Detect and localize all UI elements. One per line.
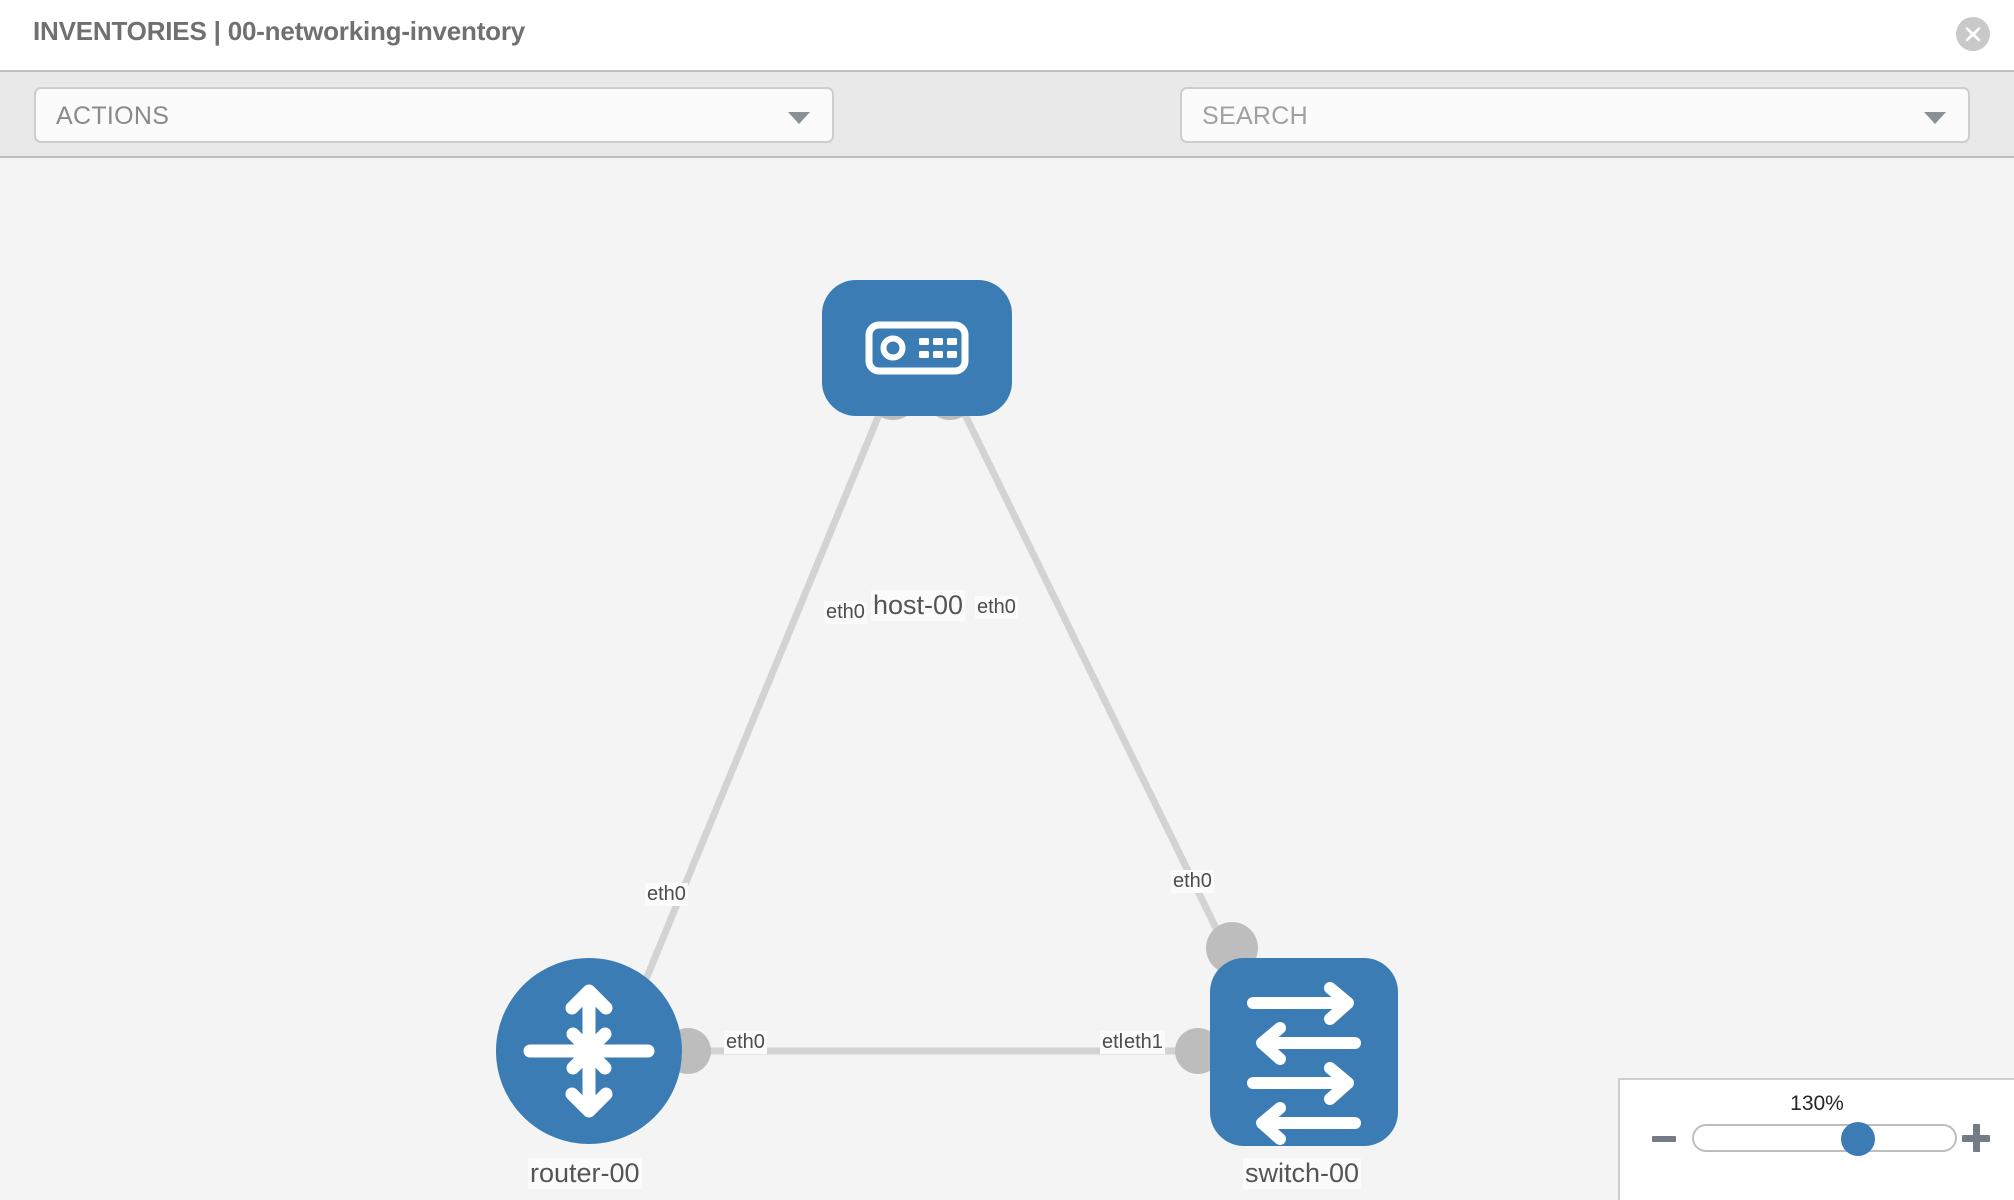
router-arrows-icon (523, 984, 655, 1118)
node-host-00 (822, 280, 1012, 416)
edge-label: eth0 (1171, 870, 1214, 893)
topology-canvas[interactable]: eth0 eth0 eth0 eth0 eth0 eth eth1 host-0… (0, 158, 2014, 1200)
edge-label: eth0 (645, 883, 688, 906)
chevron-down-icon (1924, 112, 1946, 124)
node-label-host-00: host-00 (871, 590, 966, 621)
link-host-router (626, 386, 894, 1020)
edge-label: eth1 (1122, 1031, 1165, 1054)
connector-switch-left (1175, 1028, 1221, 1074)
zoom-control-panel: 130% (1618, 1078, 2014, 1200)
topology-links (626, 386, 1259, 1055)
switch-arrows-icon (1247, 982, 1361, 1145)
search-placeholder: SEARCH (1202, 102, 1308, 130)
toolbar: ACTIONS SEARCH (0, 70, 2014, 201)
node-router-00 (496, 958, 682, 1144)
zoom-slider-thumb[interactable] (1841, 1122, 1876, 1156)
node-switch-00 (1210, 958, 1398, 1146)
node-label-router-00: router-00 (528, 1158, 642, 1189)
actions-dropdown[interactable]: ACTIONS (34, 87, 834, 143)
topology-graph (496, 280, 1398, 1146)
plus-icon[interactable] (1962, 1124, 1990, 1152)
page-title: INVENTORIES | 00-networking-inventory (33, 16, 526, 46)
server-icon (865, 321, 969, 375)
zoom-slider[interactable] (1692, 1122, 1957, 1156)
minus-icon[interactable] (1652, 1136, 1676, 1142)
search-input[interactable]: SEARCH (1180, 87, 1970, 143)
chevron-down-icon (788, 112, 810, 124)
edge-label: eth0 (975, 596, 1018, 619)
link-host-switch (948, 386, 1259, 1010)
page-header: INVENTORIES | 00-networking-inventory (0, 0, 2014, 70)
zoom-level-value: 130% (1790, 1092, 1844, 1115)
node-label-switch-00: switch-00 (1243, 1158, 1362, 1189)
actions-dropdown-label: ACTIONS (56, 102, 170, 130)
close-icon[interactable] (1956, 17, 1990, 51)
edge-label: eth0 (824, 601, 867, 624)
edge-label: eth0 (724, 1031, 767, 1054)
